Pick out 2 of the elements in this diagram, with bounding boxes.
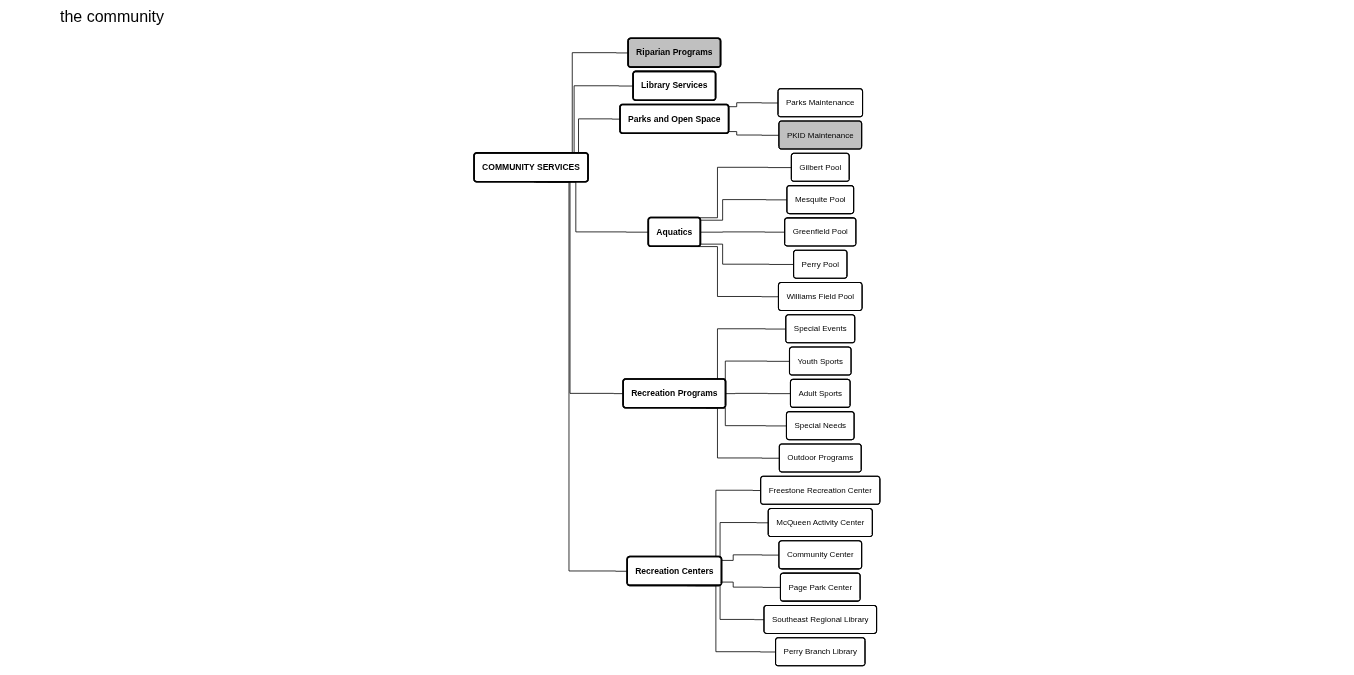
connector	[728, 102, 779, 108]
note-text: the community	[60, 8, 165, 26]
